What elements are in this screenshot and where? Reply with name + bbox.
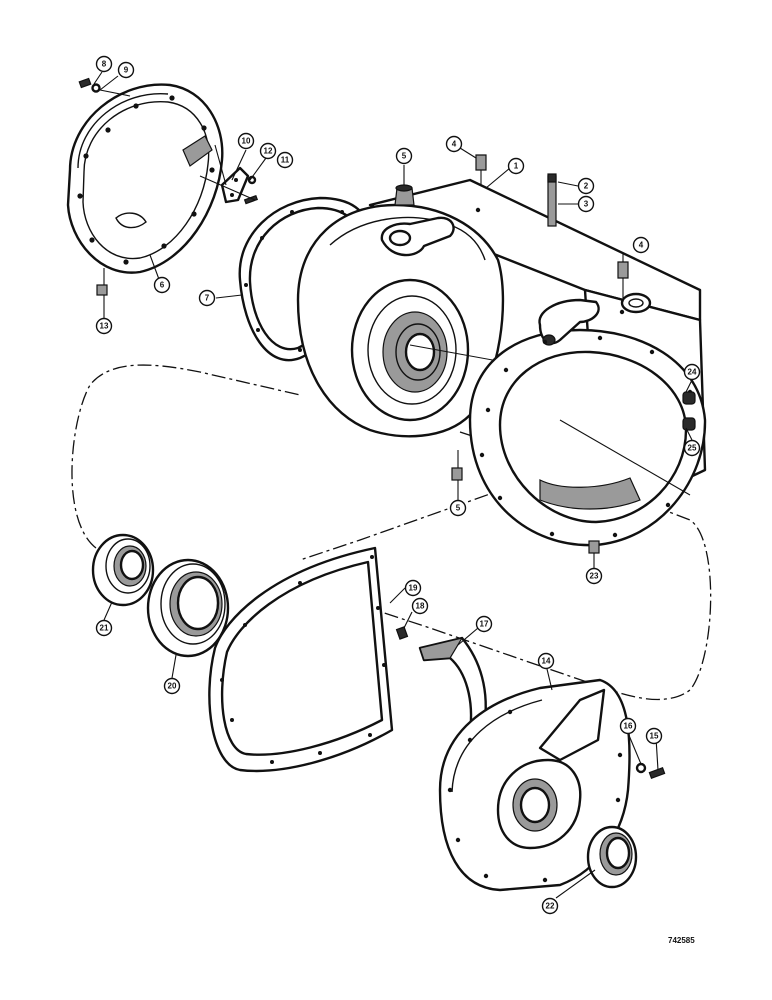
housing-part-1 xyxy=(296,178,707,547)
callout-23: 22 xyxy=(541,897,559,915)
callout-4-top: 4 xyxy=(445,135,463,153)
callout-18: 17 xyxy=(475,615,493,633)
callout-label: 11 xyxy=(281,156,290,165)
callout-label: 14 xyxy=(542,657,551,666)
callout-19: 18 xyxy=(411,597,429,615)
callout-label: 6 xyxy=(160,281,165,290)
callout-label: 8 xyxy=(102,60,107,69)
stud-part-3 xyxy=(547,173,557,227)
screw-part-12 xyxy=(243,194,259,205)
callout-9: 8 xyxy=(95,55,113,73)
callout-24: 23 xyxy=(585,567,603,585)
callout-label: 3 xyxy=(584,200,589,209)
callout-label: 20 xyxy=(168,682,177,691)
callout-3: 3 xyxy=(577,195,595,213)
seal-part-22 xyxy=(91,533,155,607)
callout-25: 24 xyxy=(683,363,701,381)
cover-plate-part-7 xyxy=(66,83,224,274)
callout-21: 20 xyxy=(163,677,181,695)
callout-label: 9 xyxy=(124,66,129,75)
callout-26: 25 xyxy=(683,439,701,457)
callout-label: 12 xyxy=(264,147,273,156)
gasket-part-20 xyxy=(208,546,394,773)
callout-label: 15 xyxy=(650,732,659,741)
callout-label: 19 xyxy=(409,584,418,593)
callout-14: 13 xyxy=(95,317,113,335)
callout-8: 7 xyxy=(198,289,216,307)
callout-10: 9 xyxy=(117,61,135,79)
bolt-part-16 xyxy=(648,767,666,779)
bracket-part-11 xyxy=(220,166,250,204)
callout-label: 5 xyxy=(402,152,407,161)
callout-label: 13 xyxy=(100,322,109,331)
seal-part-21 xyxy=(146,558,230,658)
figure-reference-number: 742585 xyxy=(668,936,695,945)
callout-label: 23 xyxy=(590,572,599,581)
fitting-part-4a xyxy=(475,154,487,171)
callout-label: 10 xyxy=(242,137,251,146)
callout-22: 21 xyxy=(95,619,113,637)
callout-label: 5 xyxy=(456,504,461,513)
callout-1: 1 xyxy=(507,157,525,175)
callout-label: 21 xyxy=(100,624,109,633)
callout-16: 15 xyxy=(645,727,663,745)
fitting-part-4b xyxy=(617,261,629,279)
callout-6: 5 xyxy=(395,147,413,165)
plug-part-14 xyxy=(96,284,108,296)
callout-label: 16 xyxy=(624,722,633,731)
callout-4-right: 4 xyxy=(632,236,650,254)
callout-label: 25 xyxy=(688,444,697,453)
front-cover-part-15 xyxy=(438,678,631,892)
callout-12: 11 xyxy=(276,151,294,169)
plug-part-26 xyxy=(682,417,696,431)
callout-11: 10 xyxy=(237,132,255,150)
callout-label: 7 xyxy=(205,294,210,303)
callout-label: 17 xyxy=(480,620,489,629)
callout-label: 18 xyxy=(416,602,425,611)
callout-label: 4 xyxy=(639,241,644,250)
screw-part-19 xyxy=(395,626,409,640)
callout-7: 6 xyxy=(153,276,171,294)
leader-lines xyxy=(93,71,693,899)
seal-part-23 xyxy=(586,825,638,889)
callout-17: 16 xyxy=(619,717,637,735)
callout-label: 4 xyxy=(452,140,457,149)
breather-part-6 xyxy=(394,184,415,206)
plug-part-24 xyxy=(588,540,600,554)
plug-part-5 xyxy=(451,467,463,481)
callout-label: 1 xyxy=(514,162,519,171)
washer-part-17 xyxy=(635,762,647,774)
callout-label: 22 xyxy=(546,902,555,911)
callout-label: 2 xyxy=(584,182,589,191)
callout-13: 12 xyxy=(259,142,277,160)
plug-part-25 xyxy=(682,391,696,405)
callout-20: 19 xyxy=(404,579,422,597)
callout-5: 5 xyxy=(449,499,467,517)
callout-label: 24 xyxy=(688,368,697,377)
callout-2: 2 xyxy=(577,177,595,195)
bolt-part-9 xyxy=(78,77,101,93)
callout-15: 14 xyxy=(537,652,555,670)
